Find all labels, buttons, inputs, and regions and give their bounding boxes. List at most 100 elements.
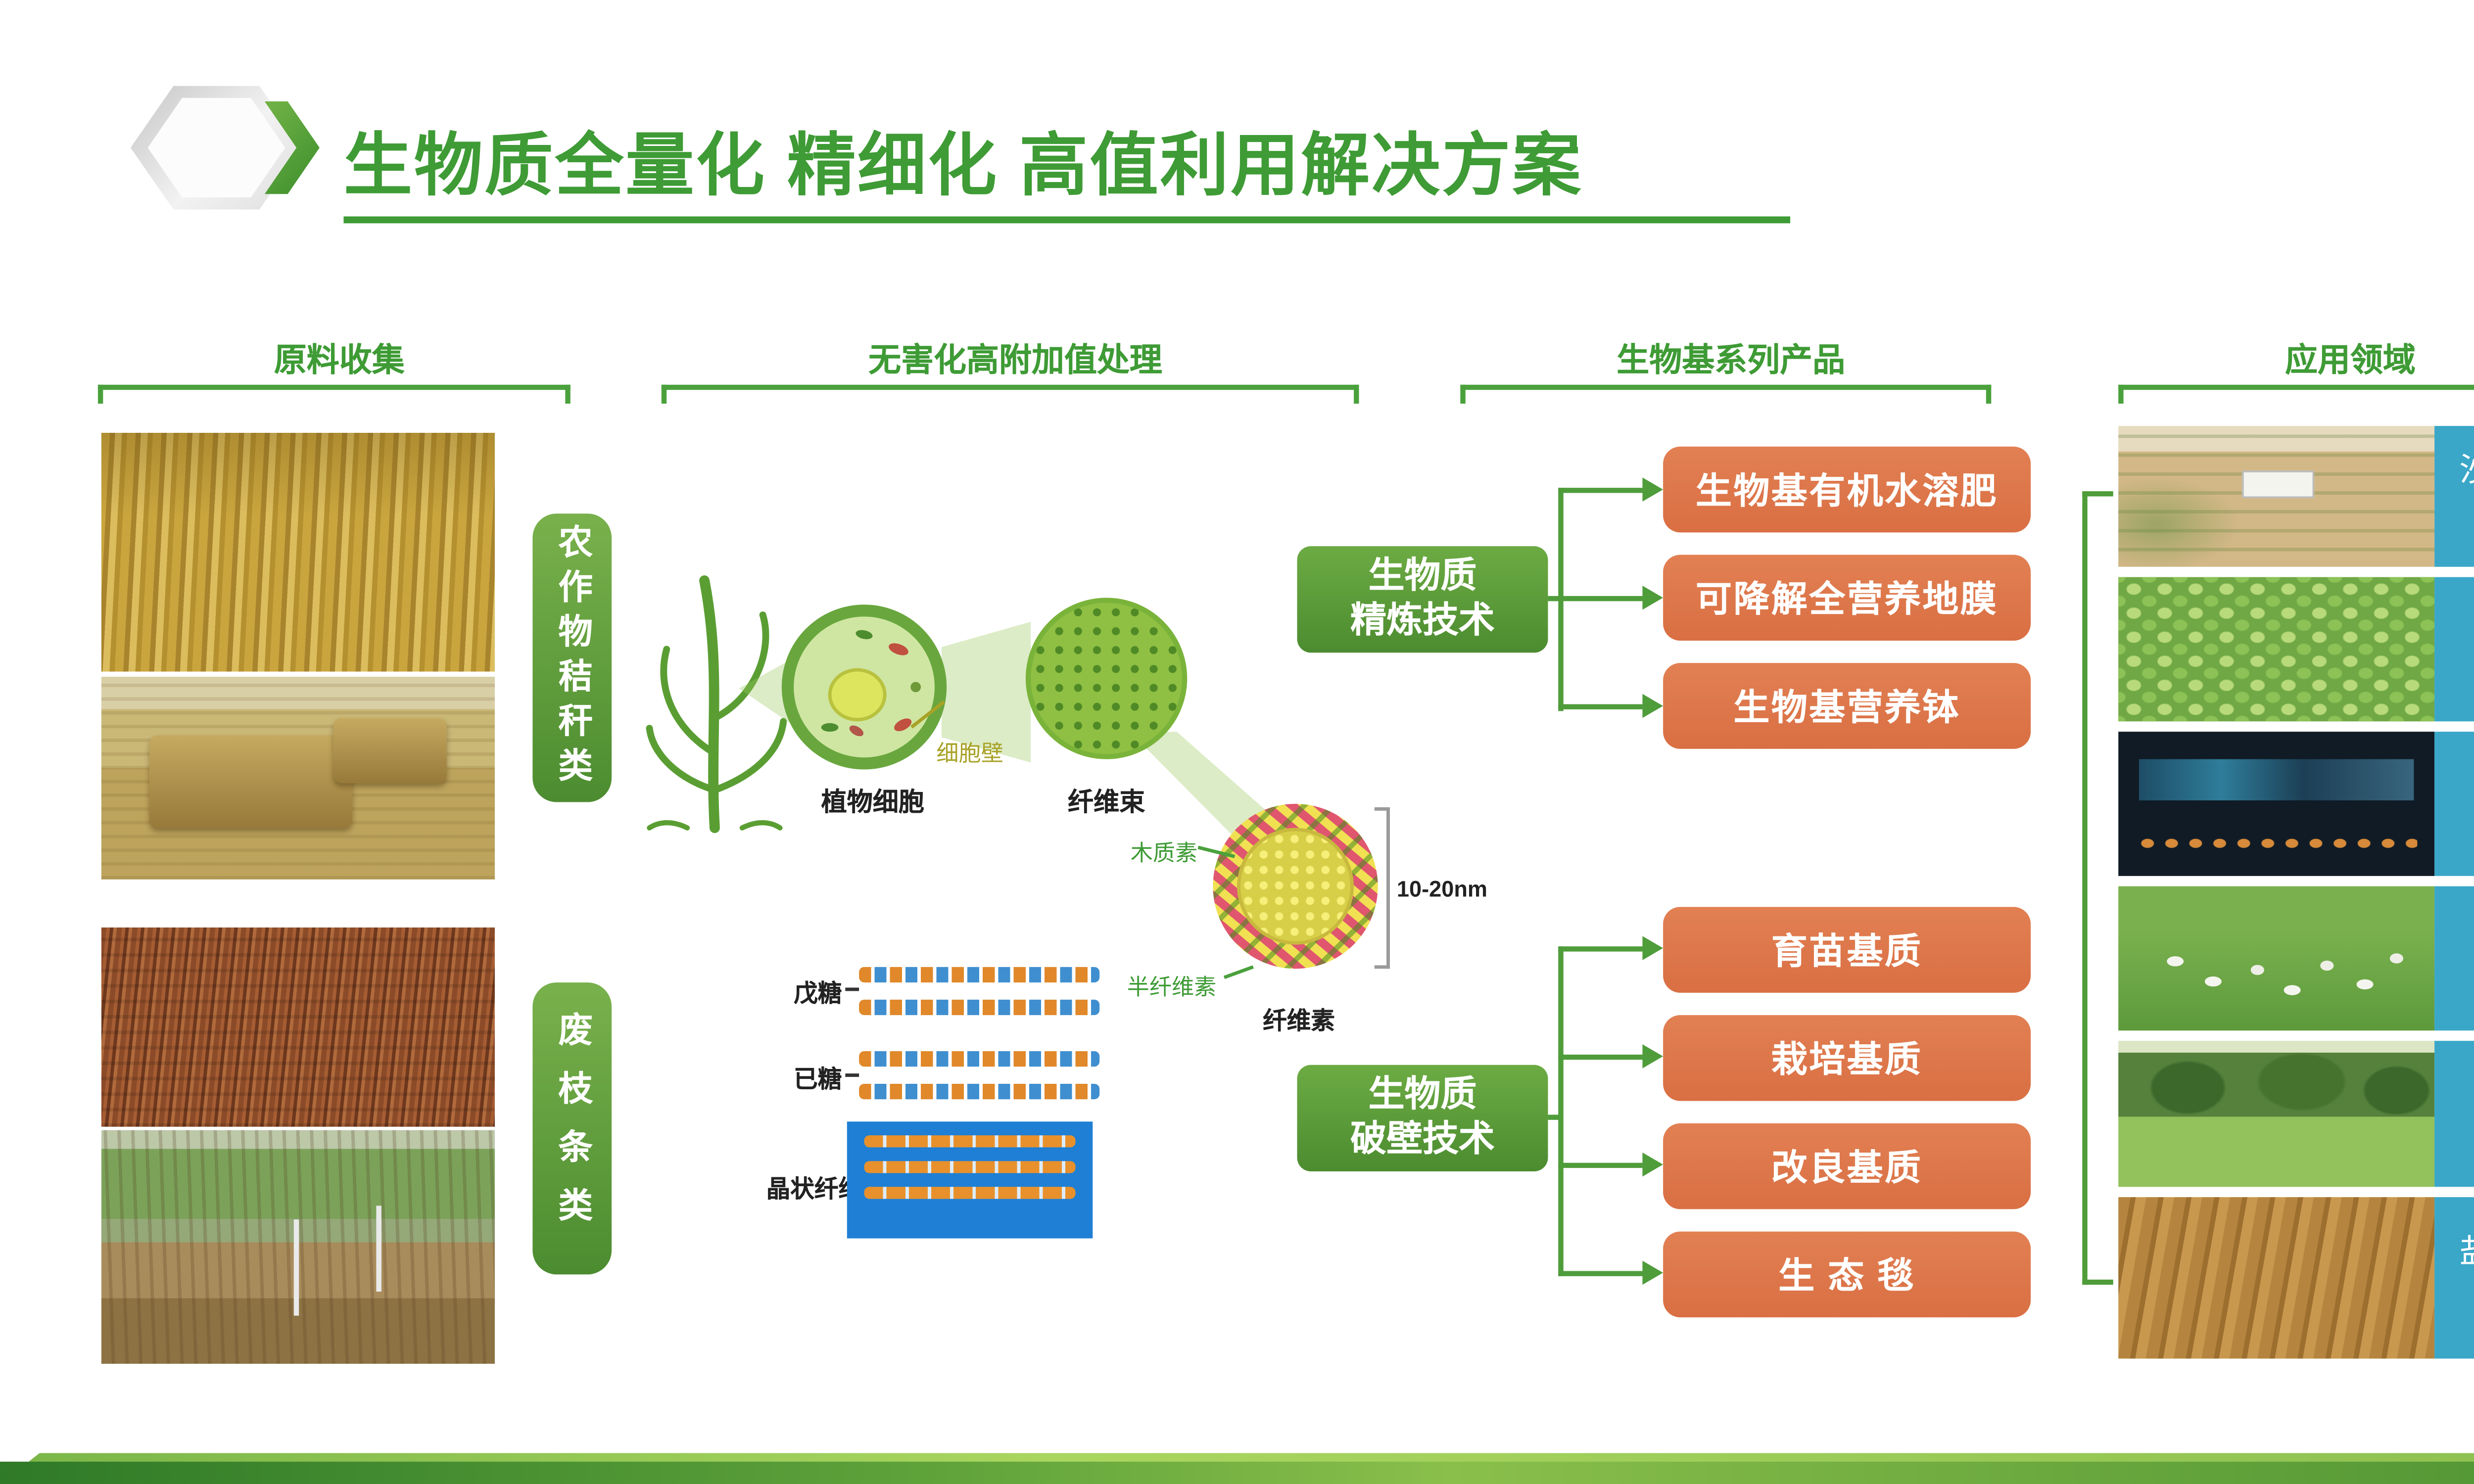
app-photo-saline-soil: [2118, 1197, 2435, 1359]
app-label-landscaping: 园林 绿化: [2434, 1041, 2474, 1187]
product-nutrient-pot: 生物基营养钵: [1663, 663, 2031, 749]
measure-tick: [1374, 807, 1390, 811]
hay-bale-photo: [101, 677, 495, 880]
tech-box-wall-breaking: 生物质 破壁技术: [1297, 1065, 1548, 1172]
app-photo-desert-control: [2118, 426, 2435, 567]
connector-line: [1558, 946, 1564, 1276]
section-bracket: [1460, 384, 1992, 404]
arrow-icon: [1642, 1044, 1664, 1068]
orchard-pruning-photo: [101, 1130, 495, 1364]
plant-cell-label: 植物细胞: [821, 788, 925, 818]
cell-nucleus: [828, 668, 887, 722]
section-bracket: [661, 384, 1359, 404]
connector-line: [1558, 1271, 1643, 1276]
app-label-desert-control: 沙漠化 治理: [2434, 426, 2474, 567]
connector-line: [2082, 491, 2088, 1285]
app-photo-fertility: [2118, 577, 2435, 722]
cellulose-core: [1237, 828, 1354, 945]
hexose-dash: [845, 1073, 859, 1077]
section-title-applications: 应用领域: [2284, 343, 2416, 380]
connector-line: [1558, 704, 1643, 710]
section-title-products: 生物基系列产品: [1617, 343, 1846, 380]
tech-line: 精炼技术: [1350, 601, 1495, 641]
footer-ribbon: [0, 1461, 2474, 1484]
diameter-label: 10-20nm: [1396, 876, 1488, 902]
measure-line: [1386, 807, 1390, 969]
cellulose-chain-row: [864, 1135, 1076, 1148]
category-crop-straw: 农作物秸秆类: [532, 513, 612, 802]
connector-line: [1548, 1114, 1562, 1120]
title-underline: [343, 216, 1791, 224]
cell-organelle: [855, 628, 874, 641]
app-photo-landscaping: [2118, 1041, 2435, 1187]
arrow-icon: [1642, 936, 1664, 960]
cellulose-chain-row: [864, 1161, 1076, 1173]
connector-line: [1558, 946, 1643, 952]
screen-band: [2139, 759, 2414, 801]
hexose-chain: [859, 1051, 1100, 1067]
product-seedling-substrate: 育苗基质: [1663, 907, 2031, 993]
cell-organelle: [821, 723, 839, 732]
cellulose-chain-row: [864, 1187, 1076, 1199]
section-bracket: [2118, 384, 2474, 404]
lignin-label: 木质素: [1130, 839, 1198, 866]
app-label-livestock: 畜牧 养殖: [2434, 886, 2474, 1031]
crystalline-cellulose-diagram: [847, 1121, 1093, 1239]
hexose-chain: [859, 1083, 1100, 1100]
arrow-icon: [1642, 586, 1664, 610]
corn-straw-photo: [101, 432, 495, 672]
cellulose-label: 纤维素: [1263, 1006, 1335, 1034]
tech-box-refining: 生物质 精炼技术: [1297, 546, 1548, 653]
trellis-post: [293, 1219, 299, 1316]
console-lights: [2135, 835, 2418, 852]
cell-organelle: [892, 716, 914, 734]
app-photo-livestock: [2118, 886, 2435, 1031]
section-title-collection: 原料收集: [274, 343, 405, 380]
section-bracket: [97, 384, 571, 404]
product-degradable-mulch-film: 可降解全营养地膜: [1663, 555, 2031, 641]
connector-line: [1558, 1162, 1643, 1168]
app-label-saline-soil: 盐碱地 改良: [2434, 1197, 2474, 1359]
pentose-chain: [859, 967, 1100, 983]
connector-line: [2082, 491, 2113, 497]
arrow-icon: [1642, 694, 1664, 718]
pentose-label: 戊糖: [794, 979, 842, 1007]
connector-line: [1548, 596, 1643, 602]
product-eco-blanket: 生 态 毯: [1663, 1231, 2031, 1318]
category-waste-branches: 废枝条类: [532, 982, 612, 1275]
app-label-line: 盐碱地: [2459, 1232, 2474, 1278]
cell-organelle: [848, 723, 865, 739]
cell-organelle: [910, 682, 921, 693]
page-title: 生物质全量化 精细化 高值利用解决方案: [343, 129, 1583, 205]
plant-illustration: [646, 575, 787, 834]
arrow-icon: [1642, 1260, 1664, 1285]
arrow-icon: [1642, 477, 1664, 502]
fiber-cross-section-diagram: [1213, 803, 1378, 969]
hemicellulose-label: 半纤维素: [1127, 974, 1217, 1000]
product-improvement-substrate: 改良基质: [1663, 1123, 2031, 1209]
cell-organelle: [887, 641, 910, 658]
tech-line: 生物质: [1368, 556, 1477, 596]
hemicellulose-pointer: [1223, 965, 1254, 979]
app-label-agri-data: 农业 数据: [2434, 732, 2474, 876]
product-water-soluble-fertilizer: 生物基有机水溶肥: [1663, 446, 2031, 533]
app-label-line: 沙漠化: [2459, 451, 2474, 496]
fiber-bundle-label: 纤维束: [1067, 788, 1145, 818]
pentose-dash: [845, 987, 859, 991]
beam-connector: [941, 621, 1031, 763]
waste-branches-photo: [101, 927, 495, 1127]
hay-bale: [333, 718, 447, 784]
hexose-label: 已糖: [794, 1065, 842, 1093]
pentose-chain: [859, 999, 1100, 1016]
app-label-fertility: 肥力 提升: [2434, 577, 2474, 722]
tech-line: 破壁技术: [1350, 1119, 1495, 1159]
app-photo-agri-data: [2118, 732, 2435, 876]
field-sign: [2242, 470, 2315, 498]
tech-line: 生物质: [1368, 1074, 1477, 1114]
fiber-bundle-diagram: [1025, 598, 1188, 759]
cell-wall-label: 细胞壁: [936, 740, 1003, 766]
hay-bale: [149, 735, 352, 828]
measure-tick: [1374, 965, 1390, 969]
connector-line: [1558, 488, 1643, 493]
